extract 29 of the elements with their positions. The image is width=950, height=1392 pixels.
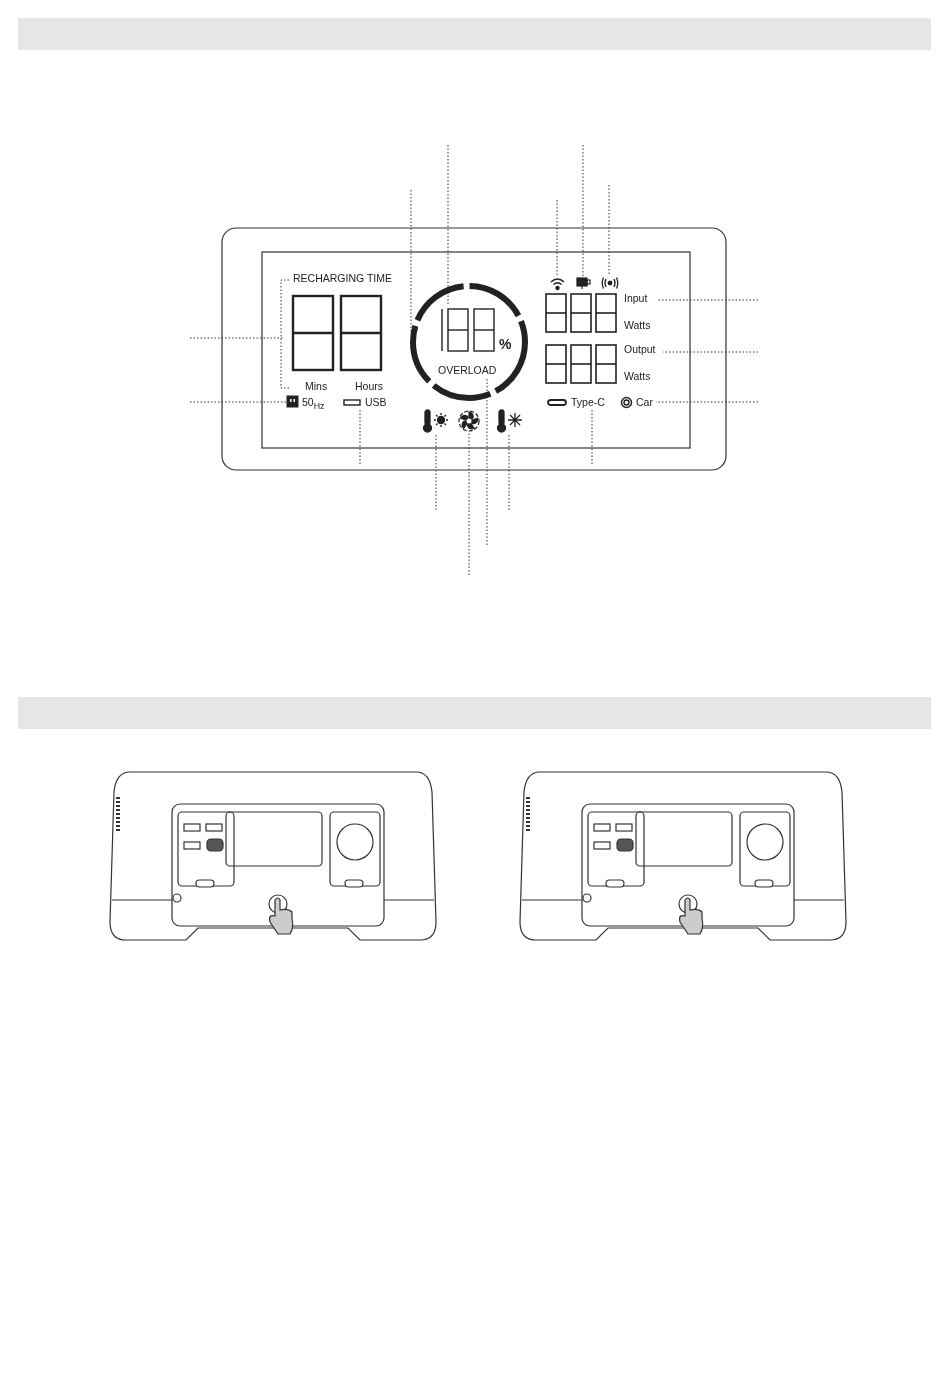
leader-line [655, 401, 759, 403]
leader-line [582, 144, 584, 277]
display-label: Mins [305, 380, 328, 393]
leader-line [189, 401, 288, 403]
leader-line [189, 337, 284, 339]
display-label: Input [624, 292, 648, 305]
leader-line [508, 432, 510, 511]
display-label: OVERLOAD [438, 364, 497, 377]
display-label: RECHARGING TIME [293, 272, 392, 285]
leader-line [410, 189, 412, 332]
leader-line [608, 184, 610, 277]
leader-line [468, 431, 470, 576]
leader-line [591, 409, 593, 465]
leader-line [447, 144, 449, 306]
leader-line [486, 377, 488, 546]
display-label: Hours [355, 380, 383, 393]
display-label: Watts [624, 370, 651, 383]
leader-line [435, 432, 437, 511]
leader-line [359, 409, 361, 465]
display-label: USB [365, 396, 387, 409]
display-label: Type-C [571, 396, 605, 409]
display-label: % [499, 338, 512, 351]
leader-line [556, 199, 558, 277]
leader-line [656, 299, 759, 301]
display-label: Watts [624, 319, 651, 332]
display-label: Output [624, 343, 656, 356]
display-label: 50$_{Hz}$ [302, 396, 325, 414]
display-label: Car [636, 396, 653, 409]
leader-line [662, 351, 759, 353]
